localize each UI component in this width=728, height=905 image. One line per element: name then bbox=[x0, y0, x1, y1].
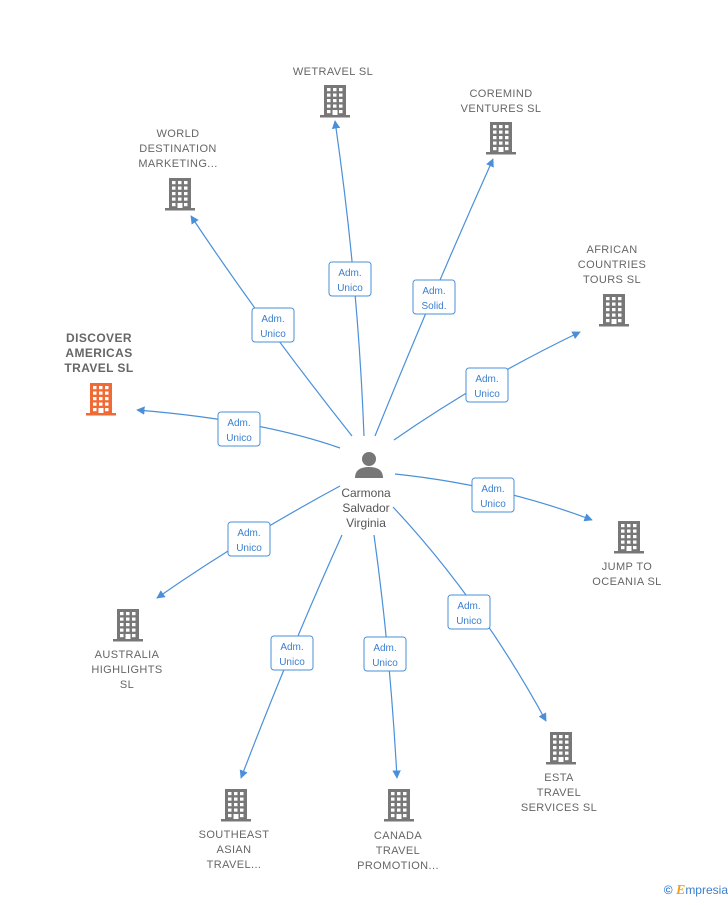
company-node-coremind[interactable]: COREMIND VENTURES SL bbox=[461, 88, 542, 155]
building-icon bbox=[384, 789, 414, 822]
company-node-african[interactable]: AFRICAN COUNTRIES TOURS SL bbox=[578, 244, 646, 327]
role-text-1: Adm. bbox=[338, 268, 361, 279]
brand-initial: E bbox=[675, 883, 686, 898]
role-badge-coremind[interactable]: Adm. Solid. bbox=[412, 279, 456, 315]
role-text-2: Unico bbox=[279, 657, 305, 668]
company-label-canada-2: TRAVEL bbox=[376, 845, 420, 857]
person-name-line-1: Carmona bbox=[341, 486, 391, 500]
building-icon bbox=[113, 609, 143, 642]
building-icon bbox=[546, 732, 576, 765]
role-text-1: Adm. bbox=[237, 528, 260, 539]
brand-name: mpresia bbox=[685, 883, 728, 897]
company-node-world[interactable]: WORLD DESTINATION MARKETING... bbox=[138, 128, 217, 211]
role-text-2: Unico bbox=[474, 389, 500, 400]
company-label-esta-1: ESTA bbox=[544, 772, 574, 784]
person-node[interactable]: Carmona Salvador Virginia bbox=[341, 452, 391, 530]
company-node-jump[interactable]: JUMP TO OCEANIA SL bbox=[592, 521, 661, 588]
role-text-1: Adm. bbox=[457, 601, 480, 612]
company-node-australia[interactable]: AUSTRALIA HIGHLIGHTS SL bbox=[91, 609, 162, 691]
company-label-coremind-1: COREMIND bbox=[469, 88, 532, 100]
role-badge-canada[interactable]: Adm. Unico bbox=[363, 636, 407, 672]
company-label-canada-1: CANADA bbox=[374, 830, 423, 842]
role-text-1: Adm. bbox=[373, 643, 396, 654]
building-icon bbox=[320, 85, 350, 118]
building-icon bbox=[486, 122, 516, 155]
person-icon bbox=[355, 452, 383, 478]
building-icon bbox=[599, 294, 629, 327]
company-label-world-1: WORLD bbox=[157, 128, 200, 140]
footer-brand: © Empresia bbox=[664, 883, 728, 899]
role-text-2: Unico bbox=[260, 329, 286, 340]
role-text-1: Adm. bbox=[227, 418, 250, 429]
company-label-esta-3: SERVICES SL bbox=[521, 802, 597, 814]
person-name-line-3: Virginia bbox=[346, 516, 386, 530]
company-label-world-2: DESTINATION bbox=[139, 143, 217, 155]
role-text-2: Unico bbox=[226, 433, 252, 444]
copyright-icon: © bbox=[663, 883, 673, 897]
company-label-african-1: AFRICAN bbox=[586, 244, 637, 256]
role-text-1: Adm. bbox=[481, 484, 504, 495]
role-text-1: Adm. bbox=[261, 314, 284, 325]
role-text-2: Unico bbox=[236, 543, 262, 554]
building-icon bbox=[614, 521, 644, 554]
building-icon bbox=[86, 383, 116, 416]
role-badge-australia[interactable]: Adm. Unico bbox=[227, 521, 271, 557]
role-text-1: Adm. bbox=[475, 374, 498, 385]
company-label-coremind-2: VENTURES SL bbox=[461, 103, 542, 115]
company-label-southeast-1: SOUTHEAST bbox=[199, 829, 270, 841]
role-badge-wetravel[interactable]: Adm. Unico bbox=[328, 261, 372, 297]
role-badge-southeast[interactable]: Adm. Unico bbox=[270, 635, 314, 671]
company-node-esta[interactable]: ESTA TRAVEL SERVICES SL bbox=[521, 732, 597, 814]
role-text-1: Adm. bbox=[280, 642, 303, 653]
company-label-canada-3: PROMOTION... bbox=[357, 860, 439, 872]
role-badge-discover[interactable]: Adm. Unico bbox=[217, 411, 261, 447]
company-node-canada[interactable]: CANADA TRAVEL PROMOTION... bbox=[357, 789, 439, 872]
company-label-world-3: MARKETING... bbox=[138, 158, 217, 170]
company-label-southeast-2: ASIAN bbox=[216, 844, 251, 856]
person-name-line-2: Salvador bbox=[342, 501, 389, 515]
company-label-discover-1: DISCOVER bbox=[66, 331, 132, 345]
role-badge-african[interactable]: Adm. Unico bbox=[465, 367, 509, 403]
company-label-jump-1: JUMP TO bbox=[602, 561, 653, 573]
role-text-2: Solid. bbox=[421, 301, 446, 312]
company-label-wetravel-1: WETRAVEL SL bbox=[293, 66, 373, 78]
building-icon bbox=[221, 789, 251, 822]
role-badge-jump[interactable]: Adm. Unico bbox=[471, 477, 515, 513]
company-label-discover-2: AMERICAS bbox=[65, 346, 132, 360]
role-text-1: Adm. bbox=[422, 286, 445, 297]
role-badge-esta[interactable]: Adm. Unico bbox=[447, 594, 491, 630]
company-label-australia-1: AUSTRALIA bbox=[95, 649, 160, 661]
company-label-southeast-3: TRAVEL... bbox=[207, 859, 262, 871]
role-text-2: Unico bbox=[337, 283, 363, 294]
company-label-african-2: COUNTRIES bbox=[578, 259, 646, 271]
company-label-australia-2: HIGHLIGHTS bbox=[91, 664, 162, 676]
company-label-esta-2: TRAVEL bbox=[537, 787, 581, 799]
company-label-discover-3: TRAVEL SL bbox=[64, 361, 133, 375]
company-label-australia-3: SL bbox=[120, 679, 134, 691]
company-label-african-3: TOURS SL bbox=[583, 274, 641, 286]
company-node-wetravel[interactable]: WETRAVEL SL bbox=[293, 66, 373, 118]
role-badge-world[interactable]: Adm. Unico bbox=[251, 307, 295, 343]
role-text-2: Unico bbox=[480, 499, 506, 510]
company-label-jump-2: OCEANIA SL bbox=[592, 576, 661, 588]
role-text-2: Unico bbox=[372, 658, 398, 669]
role-text-2: Unico bbox=[456, 616, 482, 627]
building-icon bbox=[165, 178, 195, 211]
company-node-southeast[interactable]: SOUTHEAST ASIAN TRAVEL... bbox=[199, 789, 270, 871]
